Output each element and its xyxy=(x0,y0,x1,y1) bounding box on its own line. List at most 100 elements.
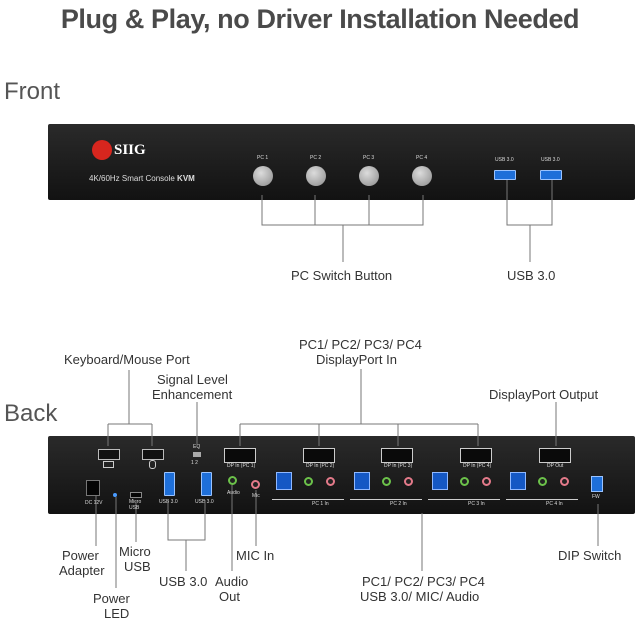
front-section-label: Front xyxy=(4,78,61,105)
keyboard-mouse-leader xyxy=(107,370,153,446)
callout-power-led-1: Power xyxy=(93,591,130,606)
front-usb-port-2 xyxy=(540,170,562,180)
pc2-switch-button[interactable] xyxy=(306,166,326,186)
dp-in-pc2-label: DP In (PC 2) xyxy=(306,463,335,469)
pc3-audio-jack xyxy=(460,477,469,486)
mic-in-jack xyxy=(251,480,260,489)
pc1-bracket xyxy=(272,499,344,500)
callout-pc-switch: PC Switch Button xyxy=(291,268,393,283)
pc3-usb-b-port xyxy=(432,472,448,490)
dp-in-pc2-port xyxy=(303,448,335,463)
dp-in-pc4-port xyxy=(460,448,492,463)
front-usb1-label: USB 3.0 xyxy=(495,157,514,163)
dp-in-pc4-label: DP In (PC 4) xyxy=(463,463,492,469)
front-usb-port-1 xyxy=(494,170,516,180)
mouse-icon xyxy=(149,460,156,469)
model-bold: KVM xyxy=(177,174,195,183)
back-section-label: Back xyxy=(4,400,58,427)
pc4-bracket xyxy=(506,499,578,500)
pc4-label: PC 4 xyxy=(416,155,428,161)
pc1-group: PC 1 In xyxy=(268,470,346,508)
pc4-group: PC 4 In xyxy=(502,470,580,508)
back-usb-port-1 xyxy=(164,472,175,496)
model-prefix: 4K/60Hz Smart Console xyxy=(89,174,178,183)
pc3-bracket xyxy=(428,499,500,500)
callout-dip-switch: DIP Switch xyxy=(558,548,622,563)
callout-micro-usb-2: USB xyxy=(124,559,151,574)
audio-label: Audio xyxy=(227,490,240,496)
pc4-in-label: PC 4 In xyxy=(546,501,563,507)
callout-pc-usb-1: PC1/ PC2/ PC3/ PC4 xyxy=(362,574,485,589)
dp-in-pc3-label: DP In (PC 3) xyxy=(384,463,413,469)
back-panel: EQ 1 2 DP In (PC 1) DP In (PC 2) DP In (… xyxy=(48,436,635,514)
pc3-switch-button[interactable] xyxy=(359,166,379,186)
mouse-port xyxy=(142,449,164,460)
dp-in-pc1-label: DP In (PC 1) xyxy=(227,463,256,469)
keyboard-icon xyxy=(103,461,114,468)
back-usb-leader xyxy=(167,500,206,571)
eq-label: EQ xyxy=(193,444,201,450)
callout-dp-in-1: PC1/ PC2/ PC3/ PC4 xyxy=(299,337,422,352)
pc4-switch-button[interactable] xyxy=(412,166,432,186)
callout-back-usb: USB 3.0 xyxy=(159,574,208,589)
eq-switch[interactable] xyxy=(193,452,201,457)
keyboard-port xyxy=(98,449,120,460)
pc4-mic-jack xyxy=(560,477,569,486)
pc2-bracket xyxy=(350,499,422,500)
pc3-mic-jack xyxy=(482,477,491,486)
pc2-label: PC 2 xyxy=(310,155,322,161)
siig-logo-icon xyxy=(92,140,112,160)
pc4-audio-jack xyxy=(538,477,547,486)
callout-signal-level-1: Signal Level xyxy=(157,372,228,387)
pc2-in-label: PC 2 In xyxy=(390,501,407,507)
callout-front-usb: USB 3.0 xyxy=(507,268,556,283)
eq-numbers: 1 2 xyxy=(191,460,198,466)
callout-keyboard-mouse: Keyboard/Mouse Port xyxy=(64,352,190,367)
pc-switch-leader xyxy=(261,195,424,262)
callout-dp-out: DisplayPort Output xyxy=(489,387,599,402)
fw-label: FW xyxy=(592,494,600,500)
pc3-group: PC 3 In xyxy=(424,470,502,508)
front-usb2-label: USB 3.0 xyxy=(541,157,560,163)
dc-jack xyxy=(86,480,100,496)
pc1-label: PC 1 xyxy=(257,155,269,161)
callout-dp-in-2: DisplayPort In xyxy=(316,352,397,367)
micro-usb-label: Micro USB xyxy=(129,499,142,511)
dp-out-label: DP Out xyxy=(547,463,564,469)
callout-power-led-2: LED xyxy=(104,606,130,621)
pc2-audio-jack xyxy=(382,477,391,486)
brand-name: SIIG xyxy=(114,142,146,158)
dp-out-port xyxy=(539,448,571,463)
micro-usb-port xyxy=(130,492,142,498)
pc2-mic-jack xyxy=(404,477,413,486)
pc3-label: PC 3 xyxy=(363,155,375,161)
front-panel: SIIG 4K/60Hz Smart Console KVM PC 1 PC 2… xyxy=(48,124,635,200)
page-title: Plug & Play, no Driver Installation Need… xyxy=(60,4,580,34)
callout-audio-out-2: Out xyxy=(219,589,240,604)
pc1-mic-jack xyxy=(326,477,335,486)
callout-audio-out-1: Audio xyxy=(215,574,249,589)
callout-pc-usb-2: USB 3.0/ MIC/ Audio xyxy=(360,589,480,604)
pc2-usb-b-port xyxy=(354,472,370,490)
callout-micro-usb-1: Micro xyxy=(119,544,151,559)
pc1-audio-jack xyxy=(304,477,313,486)
callout-mic-in: MIC In xyxy=(236,548,275,563)
dp-in-pc3-port xyxy=(381,448,413,463)
pc1-usb-b-port xyxy=(276,472,292,490)
power-led xyxy=(113,493,117,497)
pc3-in-label: PC 3 In xyxy=(468,501,485,507)
back-usb2-label: USB 3.0 xyxy=(195,499,214,505)
dip-switch[interactable] xyxy=(591,476,603,492)
callout-signal-level-2: Enhancement xyxy=(152,387,233,402)
pc4-usb-b-port xyxy=(510,472,526,490)
callout-power-adapter-1: Power xyxy=(62,548,99,563)
pc1-in-label: PC 1 In xyxy=(312,501,329,507)
dc-label: DC 12V xyxy=(85,500,103,506)
model-label: 4K/60Hz Smart Console KVM xyxy=(89,174,195,183)
back-usb-port-2 xyxy=(201,472,212,496)
audio-out-jack xyxy=(228,476,237,485)
dp-in-pc1-port xyxy=(224,448,256,463)
pc1-switch-button[interactable] xyxy=(253,166,273,186)
front-usb-leader xyxy=(506,180,553,262)
